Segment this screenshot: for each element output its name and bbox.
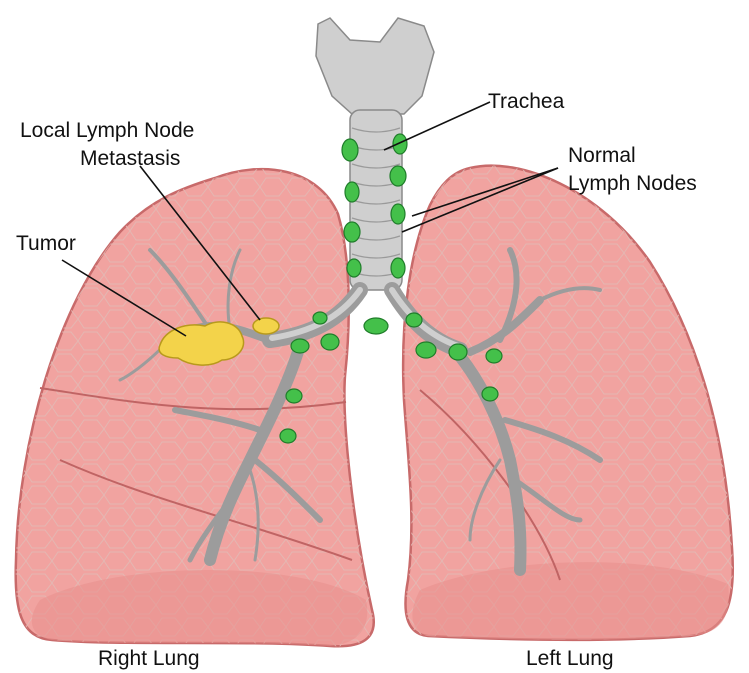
lymph-nodes-label: Lymph Nodes	[568, 172, 697, 195]
lymph-node	[391, 258, 405, 278]
lymph-node	[482, 387, 498, 401]
lymph-node	[391, 204, 405, 224]
metastatic-lymph-node	[253, 318, 279, 334]
lymph-node	[345, 182, 359, 202]
tumor-label: Tumor	[16, 232, 76, 255]
metastasis-label: Metastasis	[80, 147, 180, 170]
lymph-node	[342, 139, 358, 161]
right-lung-label: Right Lung	[98, 647, 200, 670]
lymph-node	[321, 334, 339, 350]
lymph-node	[344, 222, 360, 242]
lymph-node	[364, 318, 388, 334]
lymph-node	[390, 166, 406, 186]
local-lymph-node-label: Local Lymph Node	[20, 119, 194, 142]
left-lung	[403, 166, 733, 640]
lymph-node	[280, 429, 296, 443]
lymph-node	[486, 349, 502, 363]
left-lung-label: Left Lung	[526, 647, 614, 670]
lymph-node	[393, 134, 407, 154]
normal-label: Normal	[568, 144, 636, 167]
lymph-node	[291, 339, 309, 353]
lymph-node	[416, 342, 436, 358]
lymph-node	[286, 389, 302, 403]
lymph-node	[449, 344, 467, 360]
lymph-node	[406, 313, 422, 327]
lymph-node	[313, 312, 327, 324]
trachea-label: Trachea	[488, 90, 565, 113]
lymph-node	[347, 259, 361, 277]
